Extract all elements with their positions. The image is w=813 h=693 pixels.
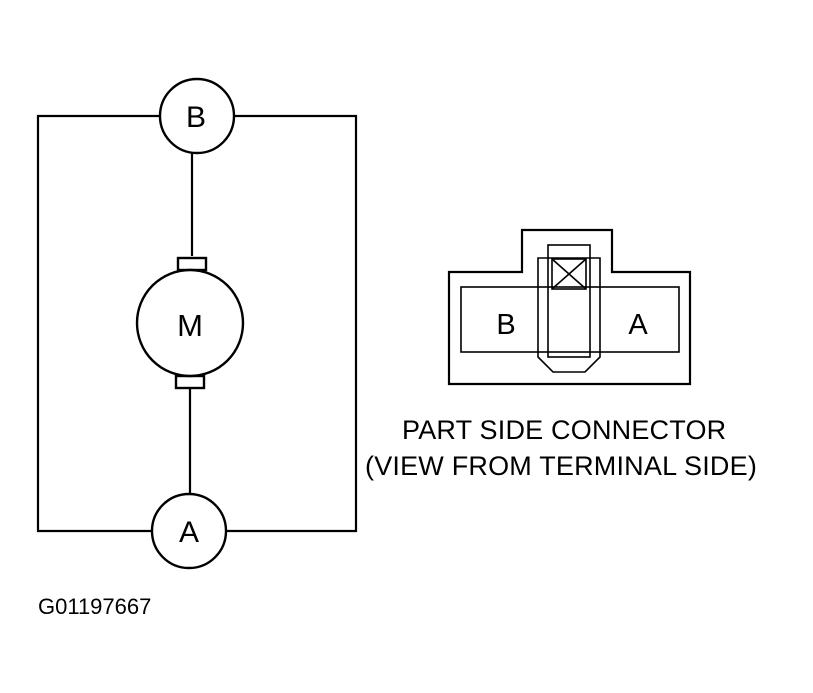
right-loop-wire (226, 114, 358, 533)
motor-schematic: M B A (36, 77, 358, 570)
motor-label: M (177, 308, 203, 343)
terminal-b-circle (158, 77, 236, 155)
part-side-connector: B A (447, 228, 692, 386)
connector-housing (447, 228, 692, 386)
motor-top-brush (176, 256, 208, 272)
connector-cavity-a-label: A (628, 309, 648, 341)
left-loop-wire (36, 114, 160, 533)
motor-symbol (135, 268, 245, 378)
terminal-a-circle (150, 492, 228, 570)
figure-id: G01197667 (38, 594, 152, 619)
terminal-a-label: A (179, 516, 199, 549)
connector-cavity-frame (460, 286, 680, 353)
connector-center-lock (537, 257, 601, 373)
connector-caption-line2: (VIEW FROM TERMINAL SIDE) (365, 451, 758, 481)
motor-bottom-brush (174, 374, 206, 390)
connector-caption-line1: PART SIDE CONNECTOR (402, 415, 727, 445)
connector-lock-post (547, 244, 591, 358)
connector-cavity-b-label: B (496, 309, 515, 341)
connector-latch-box (551, 258, 587, 290)
latch-cross-2 (551, 258, 587, 290)
terminal-b-label: B (186, 101, 206, 134)
